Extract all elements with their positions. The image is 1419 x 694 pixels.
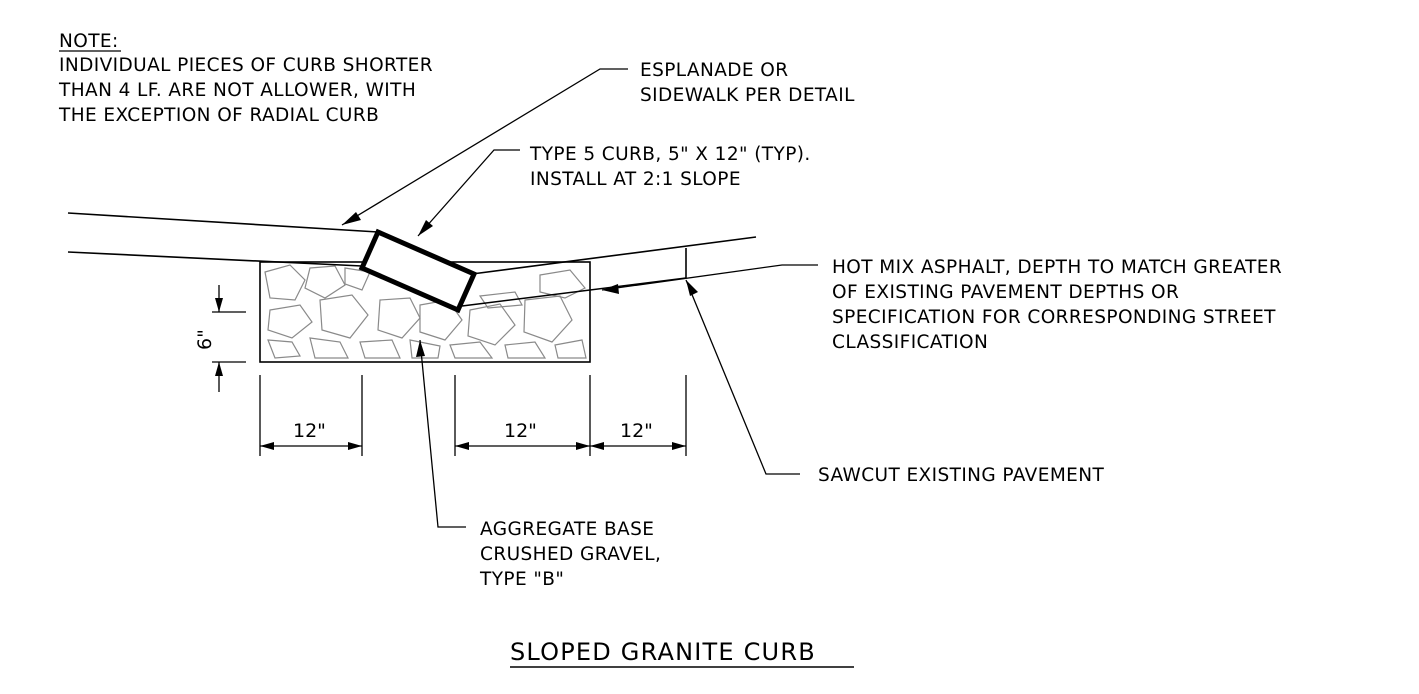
callout-curb: TYPE 5 CURB, 5" X 12" (TYP). INSTALL AT … xyxy=(529,144,811,190)
aggregate-stones xyxy=(264,264,587,359)
depth-dimension: 6" xyxy=(194,285,246,392)
width-dimensions: 12" 12" 12" xyxy=(259,375,687,456)
callout-sawcut-line-1: SAWCUT EXISTING PAVEMENT xyxy=(818,465,1105,486)
sidewalk-bottom-edge xyxy=(67,251,363,267)
callout-asphalt-line-1: HOT MIX ASPHALT, DEPTH TO MATCH GREATER xyxy=(832,257,1282,278)
leader-sawcut xyxy=(685,279,800,475)
asphalt-top-edge xyxy=(471,236,757,275)
callout-curb-line-2: INSTALL AT 2:1 SLOPE xyxy=(530,169,741,190)
note-line-2: THAN 4 LF. ARE NOT ALLOWER, WITH xyxy=(58,80,416,101)
asphalt-bottom-edge xyxy=(461,277,687,307)
width-right-label: 12" xyxy=(620,420,653,442)
callout-aggregate-line-3: TYPE "B" xyxy=(479,569,564,590)
hot-mix-asphalt xyxy=(461,236,757,307)
callout-asphalt: HOT MIX ASPHALT, DEPTH TO MATCH GREATER … xyxy=(832,257,1282,353)
detail-title: SLOPED GRANITE CURB xyxy=(510,638,854,668)
note-heading: NOTE: xyxy=(59,31,119,52)
callout-asphalt-line-2: OF EXISTING PAVEMENT DEPTHS OR xyxy=(832,282,1179,303)
width-middle-label: 12" xyxy=(504,420,537,442)
detail-title-text: SLOPED GRANITE CURB xyxy=(510,638,816,666)
callout-asphalt-line-4: CLASSIFICATION xyxy=(832,332,988,353)
callout-curb-line-1: TYPE 5 CURB, 5" X 12" (TYP). xyxy=(529,144,811,165)
granite-curb xyxy=(358,228,478,314)
callout-sawcut: SAWCUT EXISTING PAVEMENT xyxy=(818,465,1105,486)
esplanade-sidewalk xyxy=(67,212,379,267)
callout-aggregate-line-1: AGGREGATE BASE xyxy=(480,519,654,540)
aggregate-base xyxy=(259,261,591,363)
leader-curb xyxy=(417,149,520,237)
note-line-1: INDIVIDUAL PIECES OF CURB SHORTER xyxy=(59,55,433,76)
depth-dimension-label: 6" xyxy=(194,329,216,350)
callout-esplanade-line-2: SIDEWALK PER DETAIL xyxy=(640,85,855,106)
width-left-label: 12" xyxy=(293,420,326,442)
note-block: NOTE: INDIVIDUAL PIECES OF CURB SHORTER … xyxy=(58,31,433,126)
callout-esplanade: ESPLANADE OR SIDEWALK PER DETAIL xyxy=(640,60,855,106)
sidewalk-top-edge xyxy=(67,212,379,233)
callout-aggregate-line-2: CRUSHED GRAVEL, xyxy=(480,544,661,565)
leader-esplanade xyxy=(341,68,628,226)
note-line-3: THE EXCEPTION OF RADIAL CURB xyxy=(58,105,379,126)
callout-esplanade-line-1: ESPLANADE OR xyxy=(640,60,789,81)
leader-aggregate xyxy=(416,339,466,528)
leader-asphalt xyxy=(601,264,818,294)
callout-asphalt-line-3: SPECIFICATION FOR CORRESPONDING STREET xyxy=(832,307,1276,328)
callout-aggregate: AGGREGATE BASE CRUSHED GRAVEL, TYPE "B" xyxy=(479,519,661,590)
